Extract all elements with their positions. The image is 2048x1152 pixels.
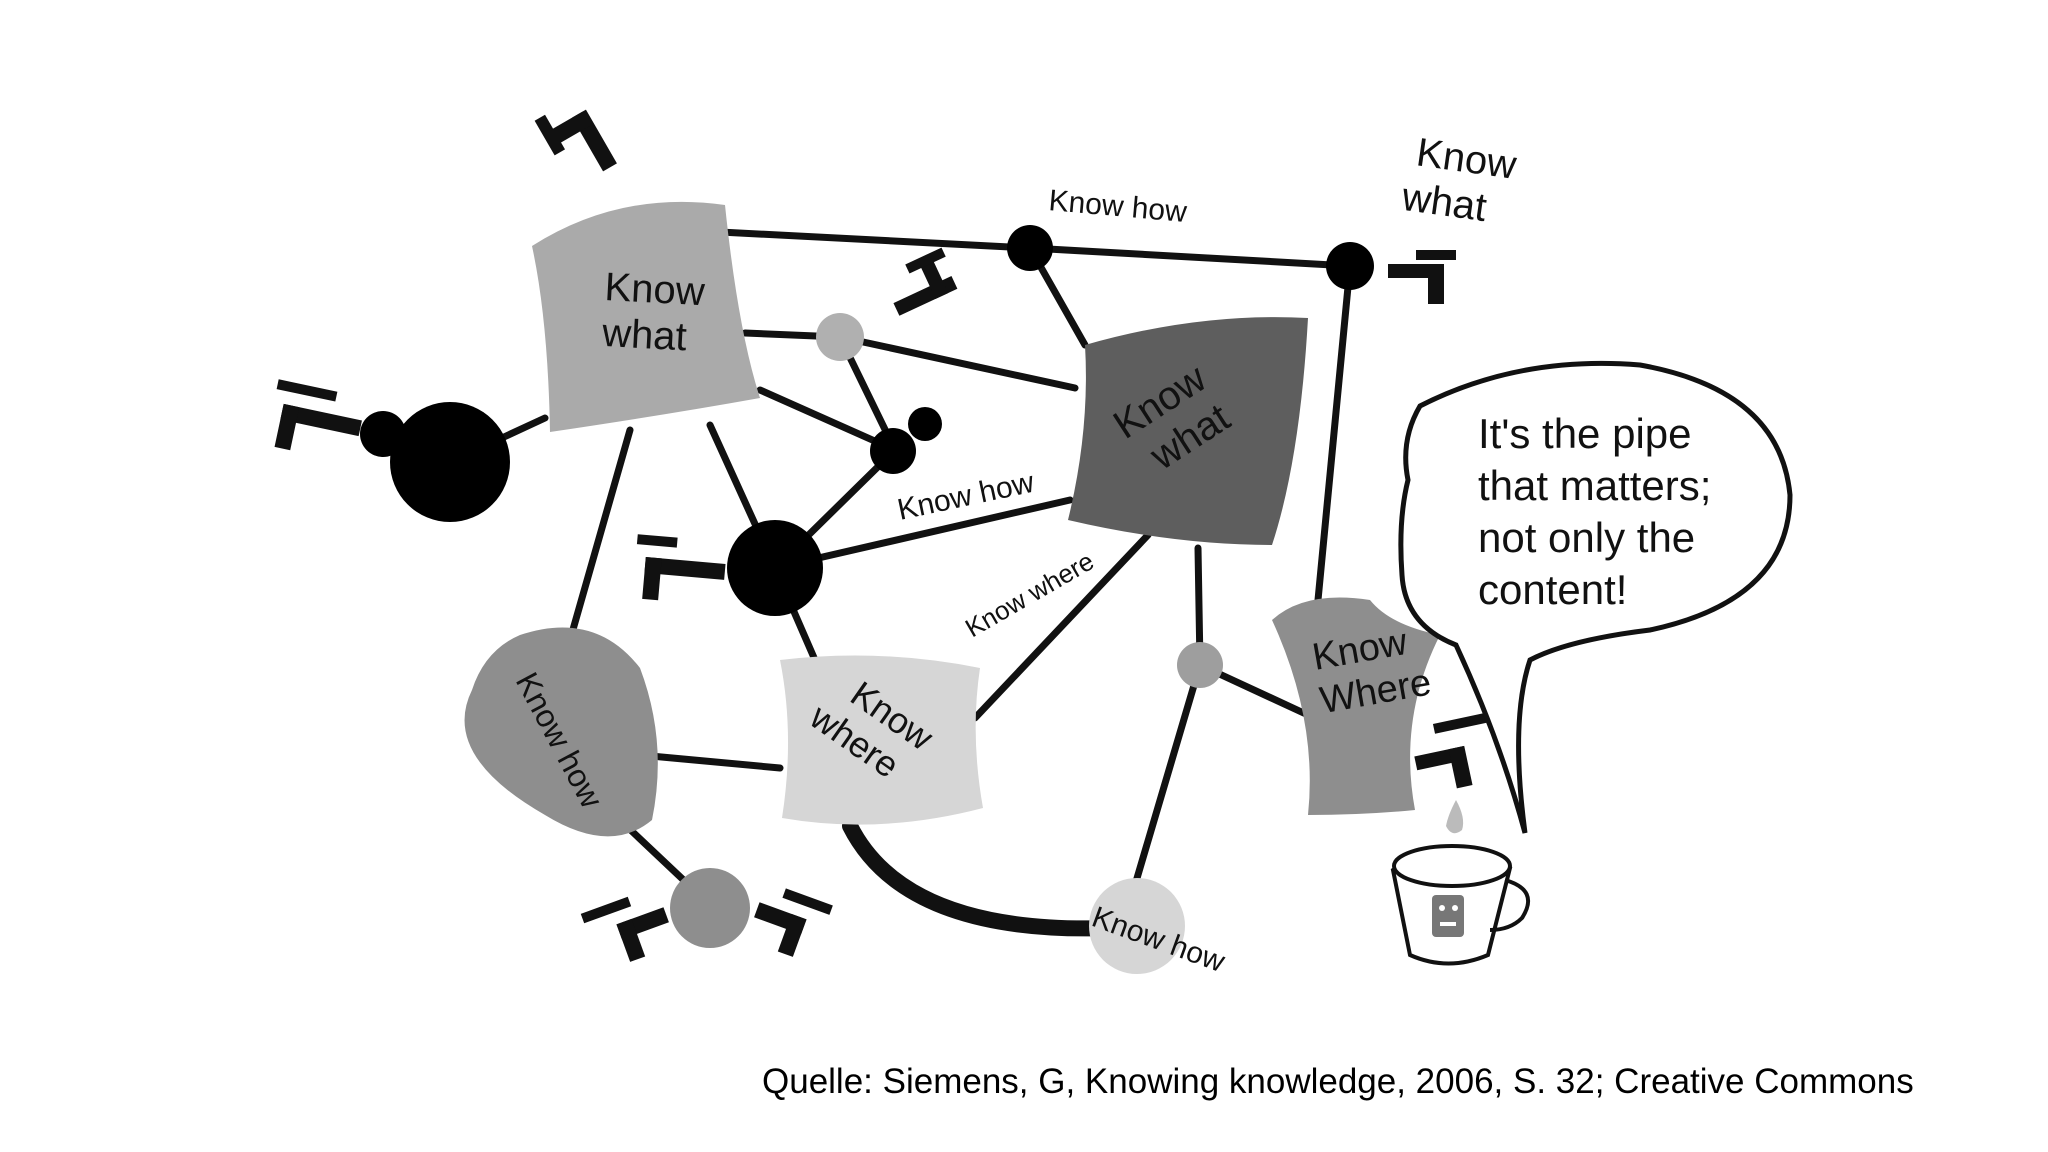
node-black-top-right xyxy=(1326,242,1374,290)
shape-know-what-topleft xyxy=(532,201,760,432)
node-gray-top xyxy=(816,313,864,361)
speech-bubble-text: It's the pipe that matters; not only the… xyxy=(1478,410,1723,613)
label-know-what-topright: Know what xyxy=(1398,129,1530,235)
node-big-black-center xyxy=(727,520,823,616)
speech-bubble xyxy=(1398,360,1793,834)
shapes xyxy=(464,201,1440,837)
faucet-icon xyxy=(534,109,617,172)
node-big-black-left xyxy=(390,402,510,522)
faucet-icon xyxy=(893,247,958,316)
pipe-center-to-where-center xyxy=(971,531,1152,722)
node-black-top xyxy=(1007,225,1053,271)
shape-know-what-center xyxy=(1068,317,1308,545)
node-gray-center-right xyxy=(1177,642,1223,688)
nodes xyxy=(360,225,1374,974)
water-drop-icon xyxy=(1446,800,1464,834)
edge-label-know-how-top: Know how xyxy=(1047,184,1188,229)
pipe-curved-where-to-bottom xyxy=(842,818,1118,937)
node-black-small-1 xyxy=(870,428,916,474)
pipe-topleft-to-small-node xyxy=(756,386,899,454)
node-black-small-2 xyxy=(908,407,942,441)
node-bottom-know-how xyxy=(1089,878,1185,974)
faucet-icon xyxy=(580,896,669,962)
faucet-icon xyxy=(1388,250,1456,304)
faucet-icon xyxy=(754,888,833,957)
label-know-what-topleft: Know what xyxy=(600,265,717,361)
node-small-black-left xyxy=(360,411,406,457)
pipe-gray-node-to-center xyxy=(836,333,1079,392)
cup-icon xyxy=(1390,844,1531,966)
edge-label-know-how-middle: Know how xyxy=(895,466,1038,527)
label-know-where-right: Know Where xyxy=(1309,618,1434,722)
faucets xyxy=(274,109,1494,962)
shape-know-where-right xyxy=(1272,597,1440,815)
faucet-icon xyxy=(274,379,362,451)
pipe-big-node-to-center xyxy=(771,496,1074,572)
edge-label-know-where: Know where xyxy=(960,546,1099,644)
faucet-icon xyxy=(1414,711,1494,789)
faucet-icon xyxy=(636,534,726,601)
node-gray-bottom-left xyxy=(670,868,750,948)
pipe-topleft-to-left-blob xyxy=(566,426,634,644)
pipe-right-node-down xyxy=(1314,262,1354,604)
pipe-top-left-to-top-node xyxy=(716,228,1034,252)
pipe-left-blob-to-where xyxy=(636,751,784,772)
shape-know-how-left xyxy=(464,627,658,837)
shape-know-where-center xyxy=(780,655,983,825)
pipe-top-node-to-right-node xyxy=(1026,244,1354,270)
pipe-small-gray-to-bottom-circle xyxy=(1131,661,1204,889)
source-citation: Quelle: Siemens, G, Knowing knowledge, 2… xyxy=(762,1062,1914,1101)
